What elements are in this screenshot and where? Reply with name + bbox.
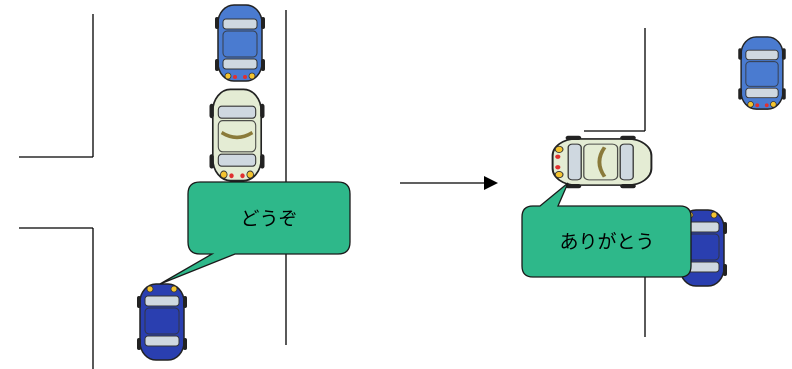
bubble-text-right: ありがとう <box>559 231 654 253</box>
car-icon-cream-left <box>208 88 266 182</box>
right-arrow-icon <box>400 176 498 190</box>
left-scene-roads <box>19 10 287 369</box>
car-icon-cream-right <box>551 134 653 190</box>
car-icon-top-right <box>737 36 787 110</box>
car-icon-top-left <box>214 4 266 82</box>
car-icon-bottom-left <box>136 283 188 361</box>
speech-bubble-right: ありがとう <box>521 182 692 278</box>
bubble-text-left: どうぞ <box>240 208 297 230</box>
speech-bubble-left: どうぞ <box>159 181 351 285</box>
